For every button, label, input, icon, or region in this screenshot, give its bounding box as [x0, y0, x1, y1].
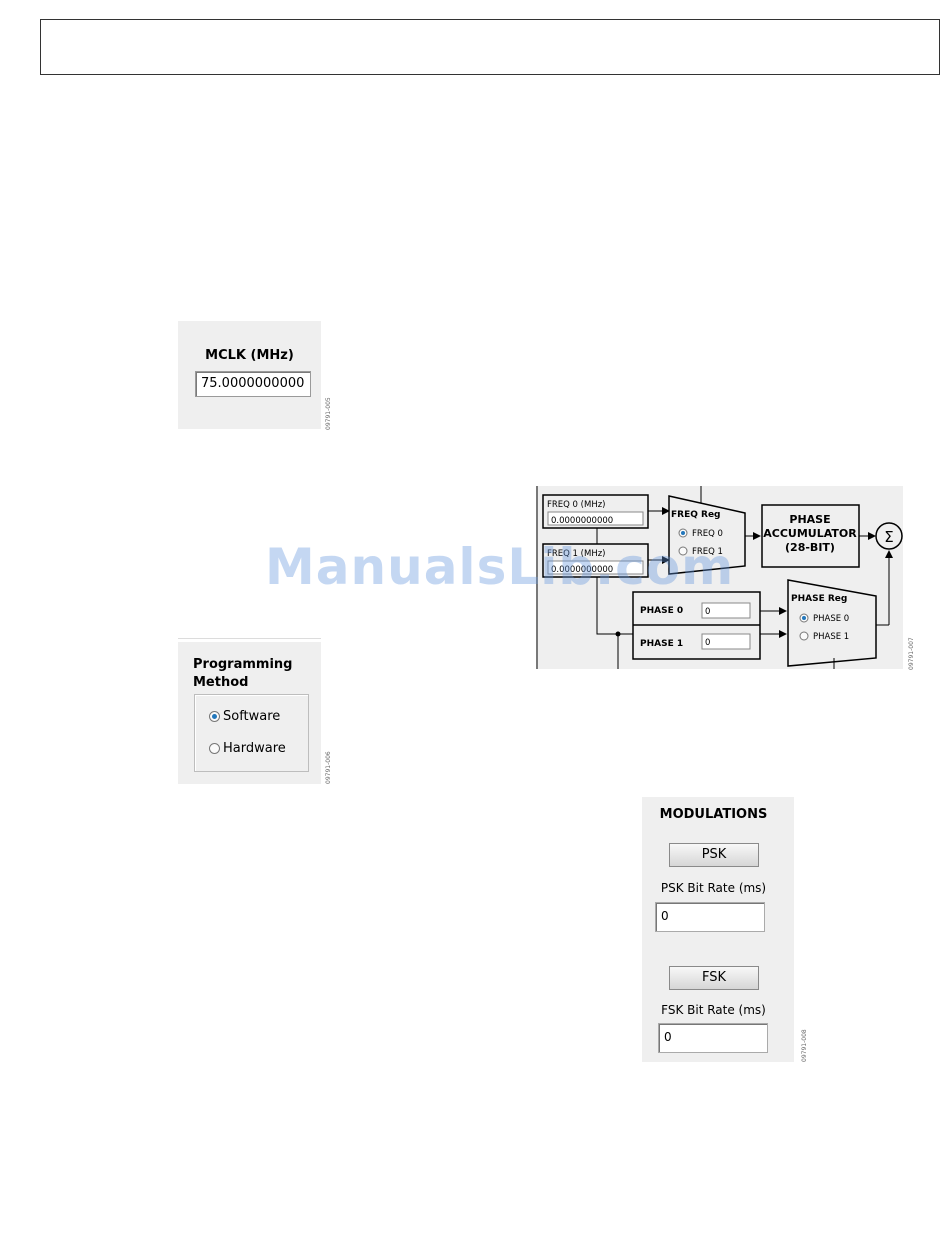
accumulator-line1: PHASE — [789, 513, 830, 526]
modulations-title: MODULATIONS — [659, 807, 768, 822]
page-header-box — [40, 19, 940, 75]
phase-reg-radio-unselected-icon[interactable] — [799, 631, 809, 641]
freq0-box: FREQ 0 (MHz) 0.0000000000 — [542, 494, 649, 529]
panel-divider — [178, 638, 321, 639]
phase1-input[interactable] — [701, 633, 751, 650]
freq1-value: 0.0000000000 — [551, 565, 613, 575]
phase-reg-opt0: PHASE 0 — [813, 614, 849, 624]
modulations-panel: MODULATIONS PSK PSK Bit Rate (ms) 0 FSK … — [642, 797, 794, 1062]
programming-method-group: Software Hardware — [194, 694, 309, 772]
phase-block: PHASE 0 0 PHASE 1 0 — [632, 591, 761, 660]
freq0-input[interactable] — [547, 511, 644, 526]
freq0-value: 0.0000000000 — [551, 516, 613, 526]
radio-hardware[interactable]: Hardware — [209, 741, 286, 756]
diagram-svg: FREQ 0 (MHz) 0.0000000000 FREQ 1 (MHz) 0… — [536, 486, 903, 669]
figure-id-006: 09791-006 — [325, 751, 332, 784]
fsk-button[interactable]: FSK — [669, 966, 759, 990]
phase-reg-mux: PHASE Reg PHASE 0 PHASE 1 — [787, 579, 877, 667]
freq-reg-title: FREQ Reg — [671, 510, 721, 520]
radio-unselected-icon[interactable] — [209, 743, 220, 754]
phase1-value: 0 — [705, 638, 710, 648]
mclk-panel: MCLK (MHz) 75.0000000000 — [178, 321, 321, 429]
programming-method-panel: Programming Method Software Hardware — [178, 642, 321, 784]
freq-reg-opt0: FREQ 0 — [692, 529, 723, 539]
fsk-rate-input[interactable]: 0 — [658, 1023, 768, 1053]
freq1-label: FREQ 1 (MHz) — [547, 549, 606, 559]
summation-node: Σ — [875, 522, 903, 550]
phase1-label: PHASE 1 — [640, 639, 683, 649]
phase0-label: PHASE 0 — [640, 606, 683, 616]
programming-title-line2: Method — [193, 675, 249, 690]
fsk-rate-label: FSK Bit Rate (ms) — [661, 1003, 766, 1017]
programming-title-line1: Programming — [193, 657, 293, 672]
accumulator-line2: ACCUMULATOR — [763, 527, 857, 540]
freq1-down-line — [596, 577, 633, 635]
sum-symbol: Σ — [884, 528, 893, 546]
phase-reg-title: PHASE Reg — [791, 594, 847, 604]
watermark: ManualsLib.com — [265, 538, 735, 596]
figure-id-005: 09791-005 — [325, 397, 332, 430]
freq-reg-radio-unselected-icon[interactable] — [678, 546, 688, 556]
freq0-label: FREQ 0 (MHz) — [547, 500, 606, 510]
phase0-input[interactable] — [701, 602, 751, 619]
freq1-input[interactable] — [547, 560, 644, 575]
accumulator-line3: (28-BIT) — [785, 541, 835, 554]
mclk-label: MCLK (MHz) — [205, 348, 294, 363]
phase0-value: 0 — [705, 607, 710, 617]
freq-reg-opt1: FREQ 1 — [692, 547, 723, 557]
radio-software[interactable]: Software — [209, 709, 280, 724]
mclk-input[interactable]: 75.0000000000 — [195, 371, 311, 397]
phase-reg-opt1: PHASE 1 — [813, 632, 849, 642]
psk-rate-label: PSK Bit Rate (ms) — [660, 881, 767, 895]
figure-id-007: 09791-007 — [908, 637, 915, 670]
radio-software-label: Software — [223, 709, 281, 724]
dds-block-diagram: FREQ 0 (MHz) 0.0000000000 FREQ 1 (MHz) 0… — [536, 486, 903, 669]
freq-reg-mux: FREQ Reg FREQ 0 FREQ 1 — [668, 495, 746, 575]
phase-accumulator-box: PHASE ACCUMULATOR (28-BIT) — [761, 504, 860, 568]
radio-hardware-label: Hardware — [223, 741, 286, 756]
radio-selected-icon[interactable] — [209, 711, 220, 722]
programming-method-title: Programming Method — [193, 656, 292, 692]
psk-button[interactable]: PSK — [669, 843, 759, 867]
figure-id-008: 09791-008 — [801, 1029, 808, 1062]
psk-rate-input[interactable]: 0 — [655, 902, 765, 932]
